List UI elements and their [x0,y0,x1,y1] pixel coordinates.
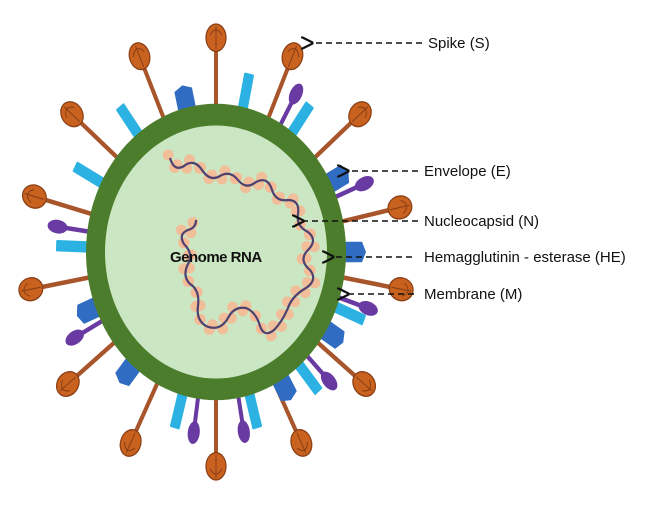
membrane-protein-body [292,357,323,395]
spike-label: Spike (S) [428,35,490,52]
spike-head-detail [391,282,412,297]
envelope-protein-head [358,300,378,316]
spike-head-detail [209,454,223,478]
membrane-protein-body [285,101,314,141]
spike-head-detail [352,106,368,123]
genome-rna-strand [168,157,315,335]
spike-head-detail [64,106,80,123]
membrane-protein [169,387,189,430]
membrane-protein [72,161,109,191]
membrane-protein [329,300,366,326]
membrane-protein-body [243,387,263,430]
membrane-protein-body [169,387,189,430]
envelope-protein-head [320,371,338,391]
nucleocapsid-bead [296,253,308,265]
label-hemagglutinin: Hemagglutinin - esterase (HE) [333,249,626,266]
membrane-protein [55,239,93,253]
spike-head-detail [24,188,45,203]
label-spike: Spike (S) [312,35,490,52]
envelope-protein-head [237,420,250,443]
spike-head-detail [20,282,41,297]
nucleocapsid-label: Nucleocapsid (N) [424,213,539,230]
spike-head-detail [296,432,309,454]
spike-protein [205,388,227,481]
spike-head-detail [123,432,136,454]
spike-head-detail [390,199,410,215]
envelope-protein-head [47,219,68,234]
spike-head-detail [132,45,145,67]
membrane-protein [243,387,263,430]
spike-protein [205,23,227,116]
nucleocapsid-bead [290,206,302,218]
membrane-protein-body [237,72,254,115]
hemagglutinin-label: Hemagglutinin - esterase (HE) [424,249,626,266]
membrane-label: Membrane (M) [424,286,522,303]
membrane-protein [116,103,145,143]
membrane-protein-body [116,103,145,143]
membrane-protein [237,72,254,115]
label-nucleocapsid: Nucleocapsid (N) [303,213,539,230]
envelope-protein-head [288,83,304,105]
membrane-protein-body [329,300,366,326]
nucleocapsid-bead [194,299,206,311]
envelope-label: Envelope (E) [424,163,511,180]
membrane-protein [285,101,314,141]
genome-rna-label: Genome RNA [170,249,262,266]
nucleocapsid-bead [162,149,174,161]
membrane-protein-body [55,239,93,253]
spike-head-detail [355,376,373,392]
nucleocapsid [162,149,321,342]
spike-head-detail [59,376,77,392]
label-membrane: Membrane (M) [348,286,522,303]
spike-head-detail [287,45,300,67]
envelope-protein-head [187,421,200,444]
membrane-protein-body [72,161,109,191]
membrane-protein [292,357,323,395]
envelope-protein-head [65,329,84,346]
envelope-protein-head [354,176,374,192]
spike-head-detail [209,26,223,50]
label-envelope: Envelope (E) [348,163,511,180]
